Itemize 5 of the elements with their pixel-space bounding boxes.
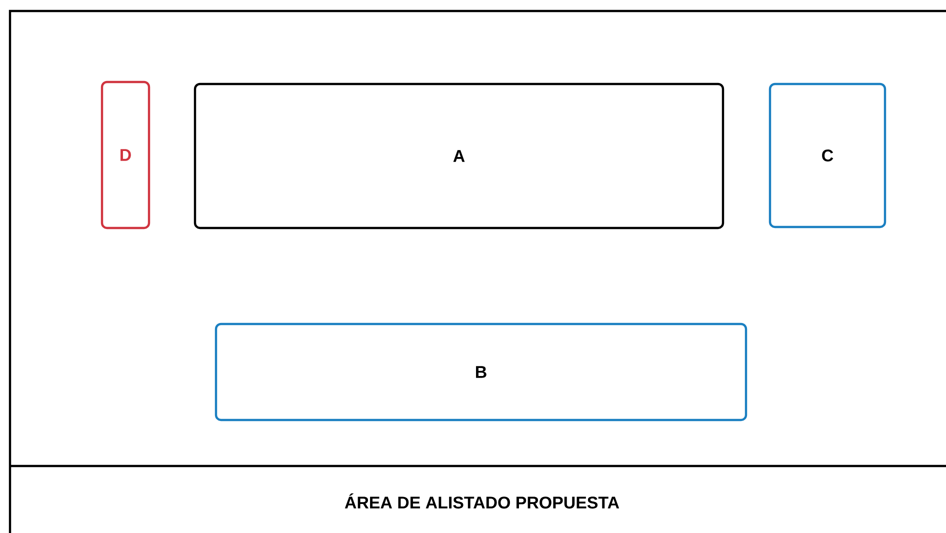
area-box: B <box>214 322 748 422</box>
title: ÁREA DE ALISTADO PROPUESTA <box>344 493 620 509</box>
area-box: D <box>100 80 150 230</box>
area-box: C <box>768 82 886 228</box>
area-box: A <box>194 82 724 230</box>
